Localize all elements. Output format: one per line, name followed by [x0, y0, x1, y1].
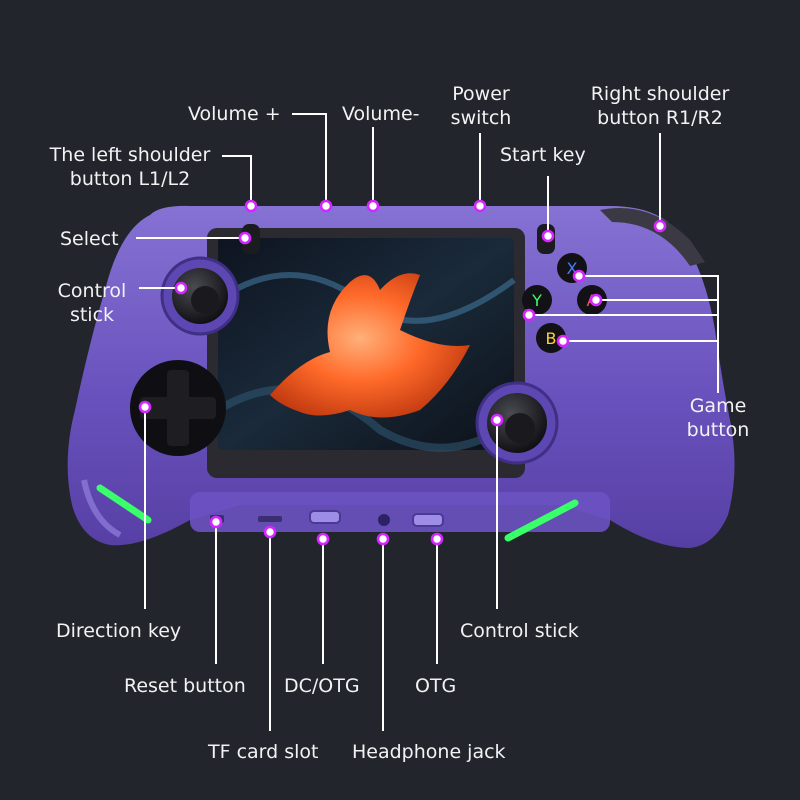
- leader-left-shoulder: [222, 155, 252, 205]
- dot-power-switch: [473, 199, 487, 213]
- leader-volume-plus: [292, 113, 327, 205]
- dot-left-shoulder: [244, 199, 258, 213]
- dot-start-key: [541, 229, 555, 243]
- otg-port[interactable]: [412, 513, 444, 527]
- label-select: Select: [60, 228, 119, 250]
- dot-right-stick: [490, 413, 504, 427]
- label-game-button: Game button: [686, 395, 750, 441]
- dot-game-b: [556, 334, 570, 348]
- dot-select: [238, 231, 252, 245]
- svg-text:B: B: [546, 329, 557, 348]
- left-grip-highlight: [81, 479, 122, 538]
- dot-game-a: [589, 293, 603, 307]
- label-volume-plus: Volume +: [188, 103, 281, 125]
- console-bottom-edge: [190, 492, 610, 532]
- dot-direction-key: [138, 400, 152, 414]
- dot-otg: [430, 532, 444, 546]
- y-button[interactable]: Y: [522, 285, 552, 315]
- label-control-stick-right: Control stick: [460, 620, 579, 642]
- label-reset-button: Reset button: [124, 675, 246, 697]
- right-hinge: [600, 208, 705, 266]
- right-green-led: [504, 499, 579, 542]
- screen-flower: [270, 273, 470, 418]
- svg-text:Y: Y: [531, 291, 542, 310]
- label-direction-key: Direction key: [56, 620, 182, 642]
- tf-card-slot-port[interactable]: [258, 516, 282, 522]
- dot-volume-minus: [366, 199, 380, 213]
- dot-game-x: [572, 269, 586, 283]
- label-left-shoulder: The left shoulder button L1/L2: [49, 144, 211, 190]
- leader-lines: [136, 113, 719, 731]
- svg-text:X: X: [567, 259, 578, 278]
- headphone-jack-port[interactable]: [378, 514, 390, 526]
- dot-volume-plus: [319, 199, 333, 213]
- dot-dc-otg: [316, 532, 330, 546]
- dot-tf-card: [263, 525, 277, 539]
- display: [207, 228, 525, 478]
- label-dc-otg: DC/OTG: [284, 675, 360, 697]
- left-control-stick[interactable]: [160, 256, 240, 336]
- label-headphone-jack: Headphone jack: [352, 741, 506, 763]
- label-control-stick-left: Control stick: [57, 280, 127, 326]
- bottom-ports: [210, 510, 444, 527]
- label-otg: OTG: [415, 675, 457, 697]
- screen-wave-2: [215, 385, 517, 452]
- dc-otg-port[interactable]: [309, 510, 341, 524]
- direction-pad[interactable]: [130, 360, 226, 456]
- right-control-stick[interactable]: [475, 381, 559, 465]
- dot-game-y: [522, 308, 536, 322]
- label-start-key: Start key: [500, 144, 586, 166]
- dot-left-stick: [174, 281, 188, 295]
- label-tf-card-slot: TF card slot: [208, 741, 319, 763]
- b-button[interactable]: B: [536, 323, 566, 353]
- callout-dots: [138, 199, 667, 546]
- label-right-shoulder: Right shoulder button R1/R2: [590, 83, 730, 129]
- label-power-switch: Power switch: [450, 83, 512, 129]
- dot-right-shoulder: [653, 219, 667, 233]
- leader-game-button-x: [580, 275, 719, 393]
- dot-headphone: [376, 532, 390, 546]
- left-green-led: [96, 484, 152, 524]
- label-volume-minus: Volume-: [342, 103, 420, 125]
- dot-reset-button: [209, 515, 223, 529]
